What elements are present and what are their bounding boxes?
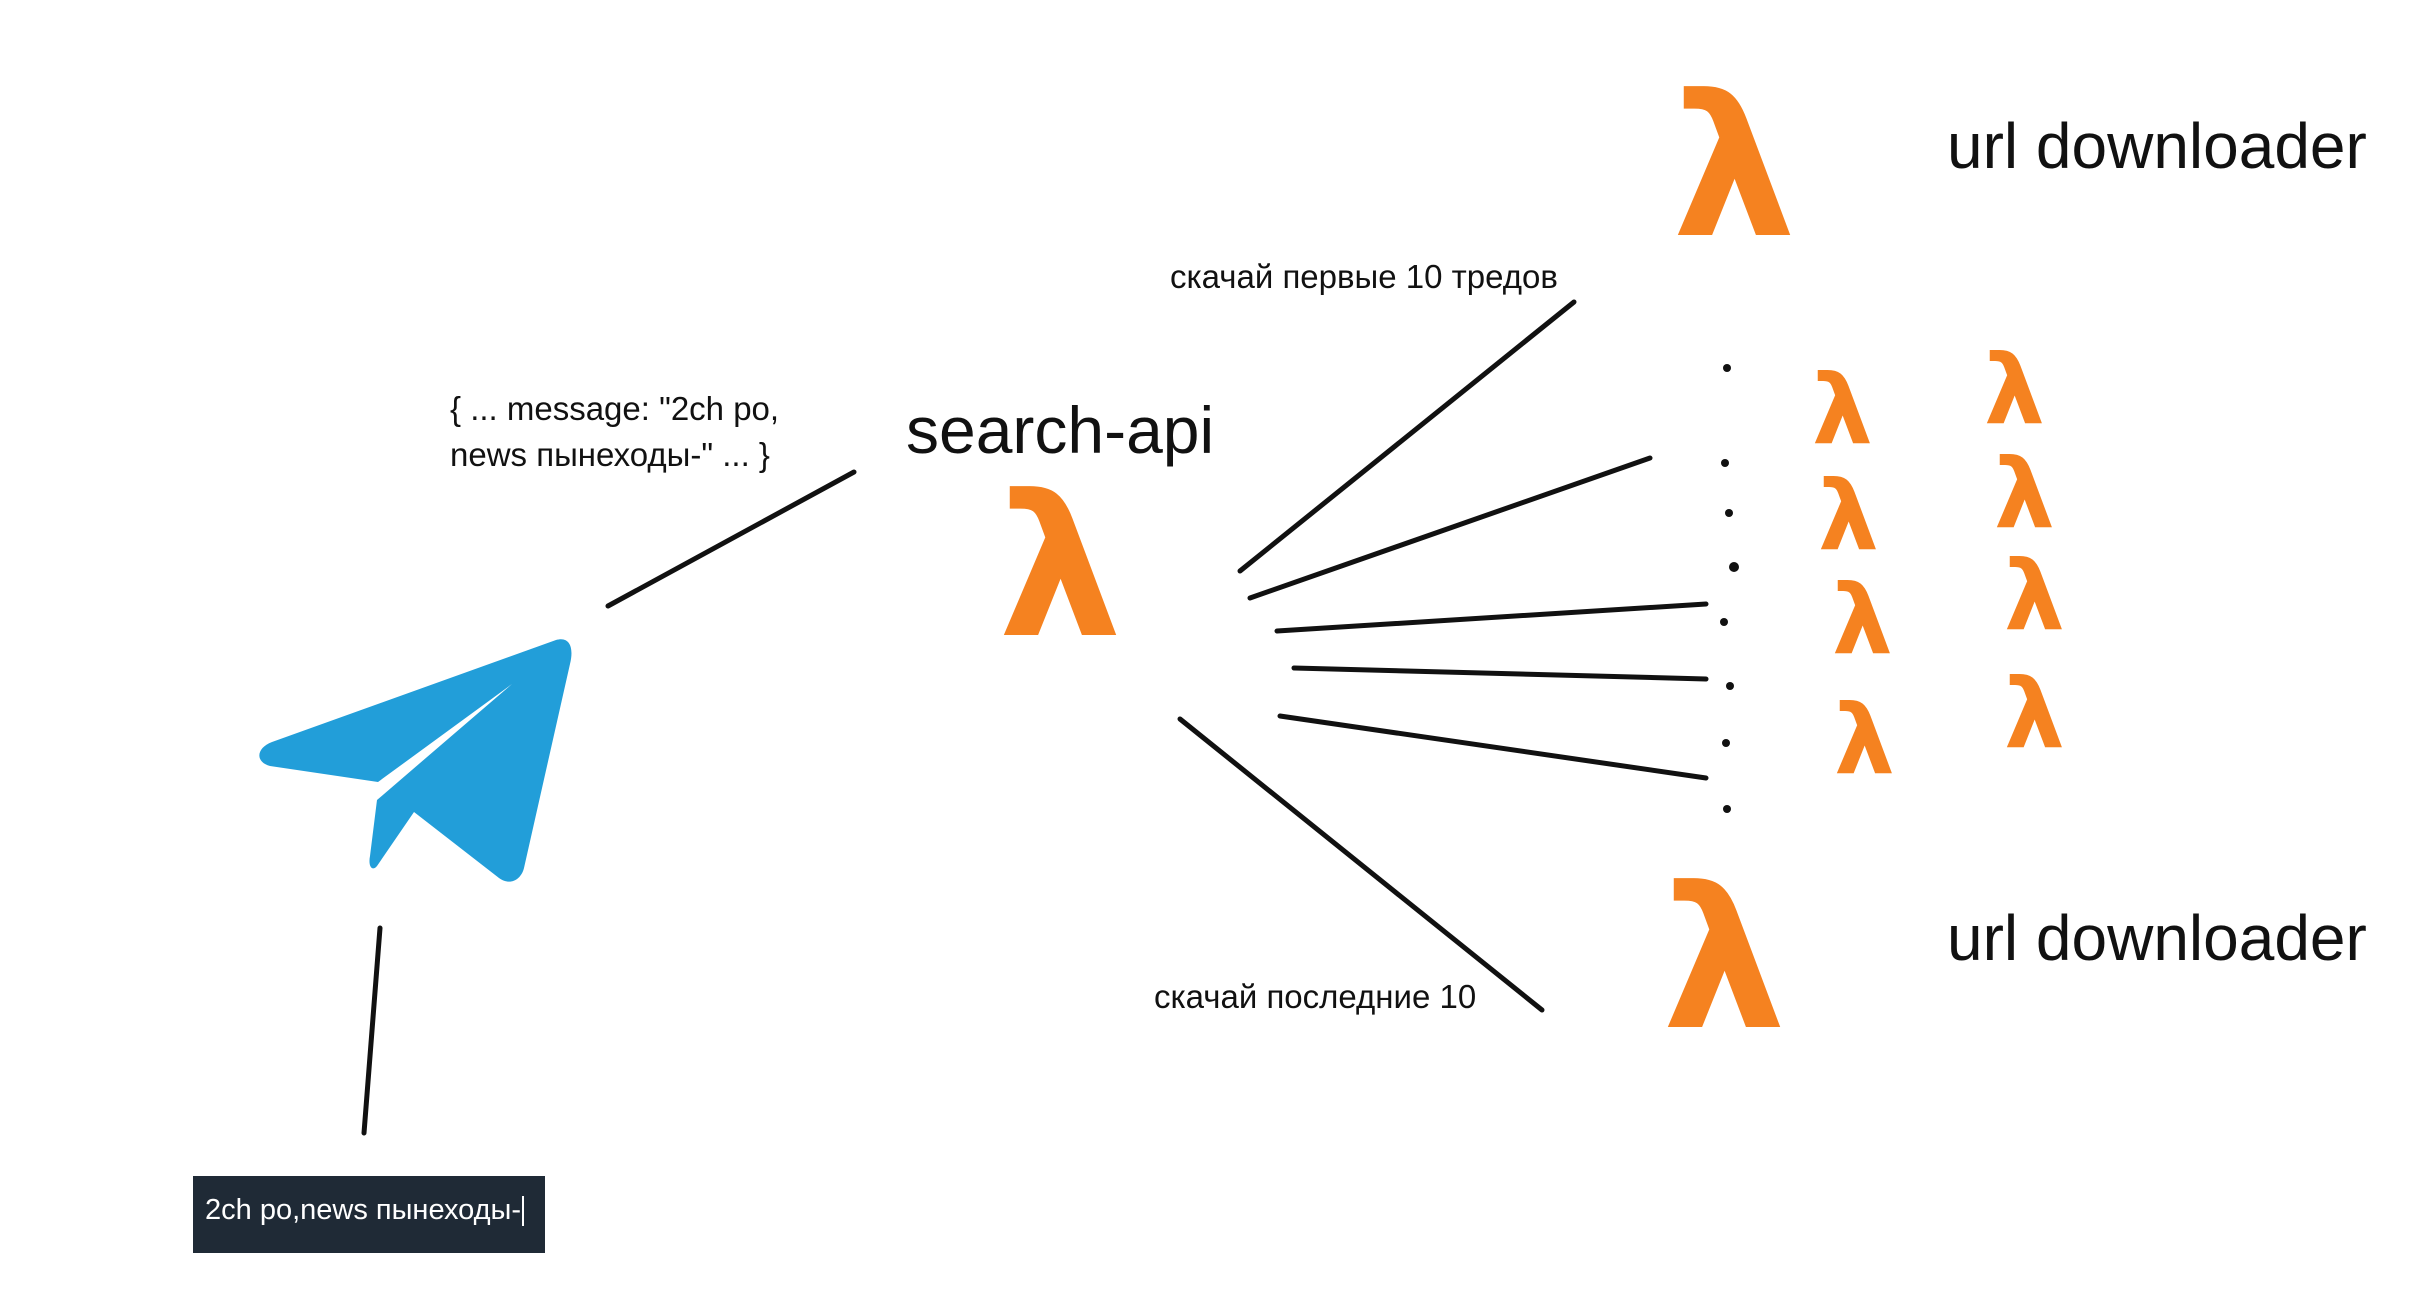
worker-lambda-icon: λ xyxy=(1834,684,1895,796)
message-input[interactable]: 2ch po,news пынеходы- xyxy=(193,1176,545,1253)
text-caret xyxy=(522,1196,525,1227)
telegram-icon xyxy=(259,639,572,882)
worker-lambda-icon: λ xyxy=(1818,460,1879,572)
message-input-value: 2ch po,news пынеходы- xyxy=(205,1194,522,1226)
request-payload-line2: news пынеходы-" ... } xyxy=(450,436,770,473)
worker-lambda-icon: λ xyxy=(1832,564,1893,676)
connector-fanout-2 xyxy=(1247,455,1653,601)
url-downloader-bottom-lambda-icon: λ xyxy=(1662,846,1787,1074)
worker-lambda-icon: λ xyxy=(2004,540,2065,652)
ellipsis-dots xyxy=(1720,364,1739,813)
worker-lambda-icon: λ xyxy=(1984,334,2045,446)
worker-lambda-icon: λ xyxy=(1994,438,2055,550)
search-api-lambda-icon: λ xyxy=(998,454,1123,682)
connector-fanout-3 xyxy=(1274,601,1709,634)
connector-input-telegram xyxy=(361,925,383,1136)
connector-fanout-1 xyxy=(1237,299,1577,574)
url-downloader-bottom-label: url downloader xyxy=(1947,902,2367,974)
worker-lambda-icon: λ xyxy=(2004,658,2065,770)
worker-lambda-icon: λ xyxy=(1812,354,1873,466)
download-first-label: скачай первые 10 тредов xyxy=(1170,258,1558,295)
search-api-label: search-api xyxy=(906,393,1215,467)
url-downloader-top-label: url downloader xyxy=(1947,110,2367,182)
connector-fanout-6 xyxy=(1177,716,1545,1013)
request-payload-line1: { ... message: "2ch po, xyxy=(450,390,780,427)
connector-fanout-4 xyxy=(1291,665,1709,682)
connector-fanout-5 xyxy=(1277,713,1709,781)
connector-telegram-search-api xyxy=(605,469,857,609)
url-downloader-top-lambda-icon: λ xyxy=(1672,54,1797,282)
download-last-label: скачай последние 10 xyxy=(1154,978,1477,1015)
